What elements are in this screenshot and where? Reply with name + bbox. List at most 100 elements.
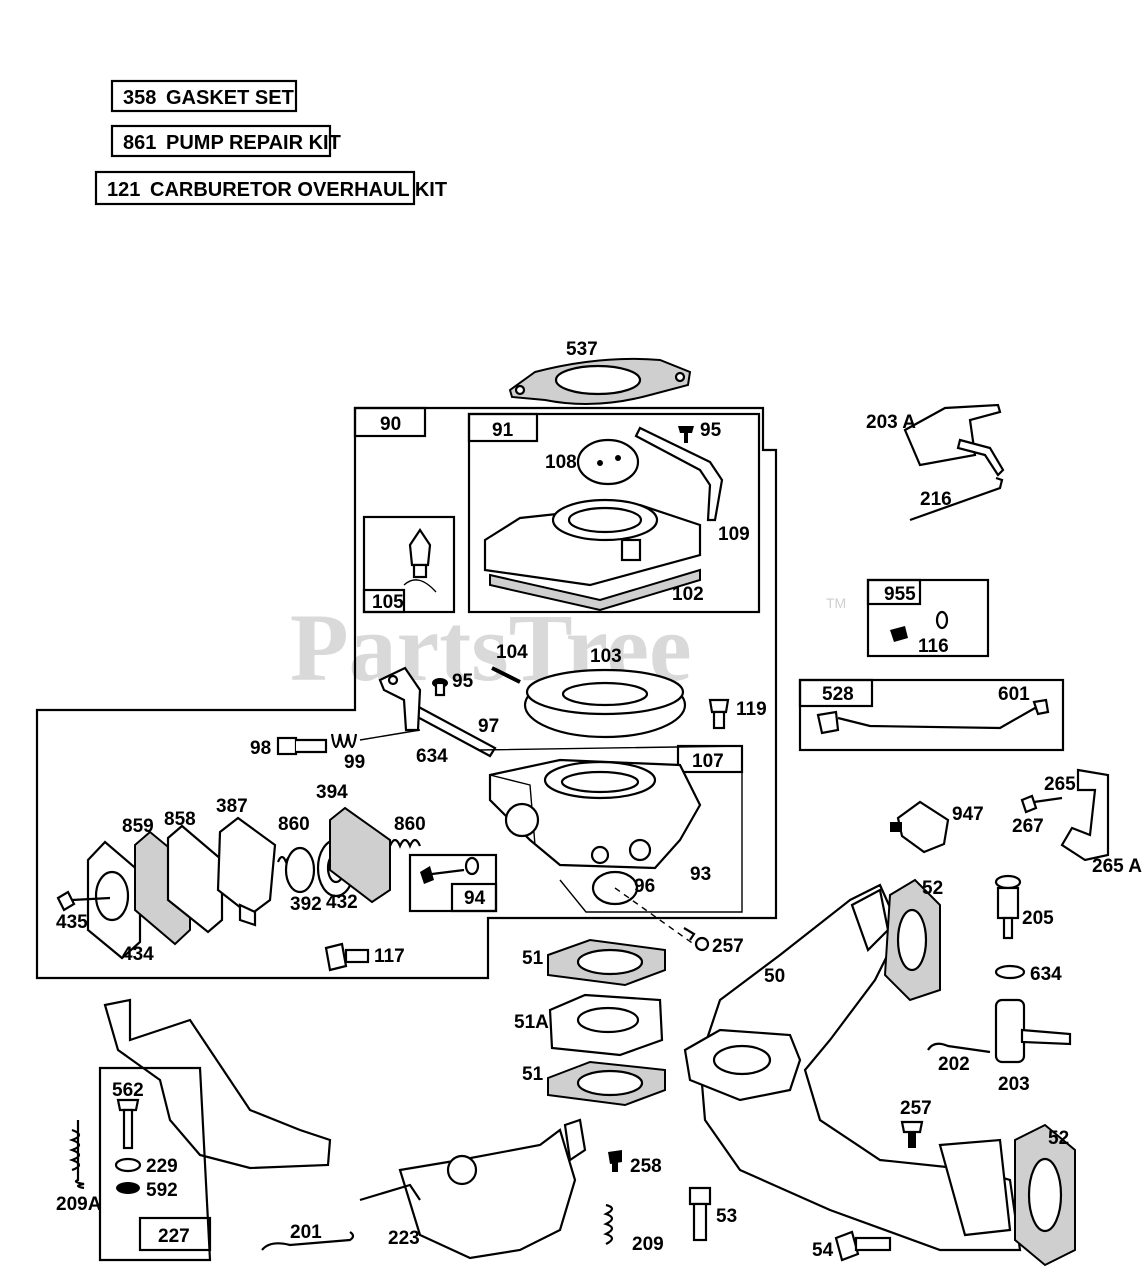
kit-label: PUMP REPAIR KIT [166, 132, 341, 154]
part-95-screw[interactable] [678, 426, 694, 443]
part-209-spring[interactable] [603, 1203, 614, 1245]
callout-392: 392 [290, 894, 322, 915]
kit-number: 358 [123, 87, 156, 109]
part-94-screws[interactable] [420, 856, 480, 884]
callout-51b: 51 [522, 1064, 544, 1085]
callouts: 537 90 91 95 108 109 102 105 203 A 216 9… [56, 339, 1142, 1261]
callout-116: 116 [918, 636, 949, 657]
callout-858: 858 [164, 809, 196, 830]
callout-205: 205 [1022, 908, 1054, 929]
part-435-screw[interactable] [56, 890, 111, 912]
part-267-screw[interactable] [1020, 794, 1063, 814]
part-103-float[interactable] [523, 668, 687, 739]
callout-434: 434 [122, 944, 154, 965]
part-50-intake-manifold[interactable] [683, 883, 1022, 1252]
callout-94: 94 [464, 888, 486, 909]
callout-201: 201 [290, 1222, 322, 1243]
part-201-link[interactable] [261, 1231, 355, 1251]
part-265-bracket[interactable] [1060, 768, 1110, 862]
callout-229: 229 [146, 1156, 178, 1177]
part-53-bolt[interactable] [688, 1186, 712, 1242]
part-634b-washer[interactable] [994, 964, 1026, 980]
callout-109: 109 [718, 524, 750, 545]
part-107-carb-body[interactable] [488, 758, 702, 870]
callout-104: 104 [496, 642, 528, 663]
part-257b-screw[interactable] [900, 1120, 924, 1148]
box-528 [798, 678, 1065, 752]
callout-267: 267 [1012, 816, 1044, 837]
callout-95: 95 [700, 420, 722, 441]
part-52a-gasket[interactable] [883, 878, 941, 1002]
part-51a-gasket[interactable] [547, 938, 666, 987]
callout-634b: 634 [1030, 964, 1062, 985]
part-947-solenoid[interactable] [890, 800, 950, 854]
kit-358-gasket-set[interactable]: 358 GASKET SET [110, 79, 298, 113]
part-102-upper-body[interactable] [483, 498, 702, 612]
part-434-pump-cover[interactable] [86, 840, 142, 960]
part-51b-gasket[interactable] [547, 1060, 666, 1107]
kit-121-carburetor-overhaul-kit[interactable]: 121 CARBURETOR OVERHAUL KIT [94, 170, 447, 206]
part-601-fuel-line[interactable] [816, 698, 1050, 735]
callout-107: 107 [692, 751, 724, 772]
part-95b-screw[interactable] [432, 678, 448, 697]
part-392-spring-cup[interactable] [284, 846, 316, 894]
part-119-screw[interactable] [708, 698, 730, 730]
part-98-screw[interactable] [276, 736, 328, 756]
part-387-pump-body[interactable] [216, 816, 277, 927]
part-117-screw[interactable] [324, 942, 370, 972]
part-109-choke-shaft[interactable] [634, 426, 724, 522]
part-99-spring[interactable] [330, 733, 358, 749]
callout-103: 103 [590, 646, 622, 667]
kit-number: 121 [107, 179, 140, 201]
callout-51: 51 [522, 948, 544, 969]
part-257a-screw[interactable] [683, 927, 710, 952]
part-108-choke-plate[interactable] [576, 438, 640, 486]
callout-265A: 265 A [1092, 856, 1142, 877]
part-54-bolt[interactable] [834, 1230, 892, 1262]
callout-96: 96 [634, 876, 655, 897]
part-105-needle-seat[interactable] [403, 528, 437, 593]
part-203-governor-lever[interactable] [994, 998, 1072, 1064]
part-592-washer[interactable] [116, 1182, 140, 1194]
part-209A-spring[interactable] [68, 1120, 85, 1190]
part-858-diaphragm[interactable] [166, 824, 224, 934]
part-205-pin[interactable] [994, 874, 1022, 940]
part-562-bolt[interactable] [116, 1098, 140, 1150]
part-394-gasket[interactable] [329, 806, 391, 904]
kit-label: GASKET SET [166, 87, 294, 109]
callout-860b: 860 [394, 814, 426, 835]
part-governor-bracket[interactable] [103, 998, 332, 1170]
part-52b-gasket[interactable] [1014, 1123, 1076, 1267]
part-537-gasket[interactable] [508, 357, 692, 405]
callout-435: 435 [56, 912, 88, 933]
part-202-link[interactable] [927, 1042, 991, 1054]
callout-54: 54 [812, 1240, 834, 1261]
part-258-screw[interactable] [608, 1150, 622, 1172]
callout-108: 108 [545, 452, 577, 473]
callout-592: 592 [146, 1180, 178, 1201]
callout-257b: 257 [900, 1098, 932, 1119]
part-51A-spacer[interactable] [548, 993, 664, 1057]
part-104-pin[interactable] [491, 666, 521, 684]
callout-634: 634 [416, 746, 448, 767]
callout-394: 394 [316, 782, 348, 803]
callout-105: 105 [372, 592, 404, 613]
part-229-washer[interactable] [114, 1157, 142, 1173]
callout-859: 859 [122, 816, 154, 837]
callout-203A: 203 A [866, 412, 916, 433]
part-216-link[interactable] [909, 476, 1004, 522]
callout-601: 601 [998, 684, 1030, 705]
callout-117: 117 [374, 946, 405, 967]
part-116-parts[interactable] [890, 610, 949, 642]
part-860b-spring[interactable] [388, 838, 422, 849]
kit-861-pump-repair-kit[interactable]: 861 PUMP REPAIR KIT [110, 124, 341, 158]
watermark-tm: TM [826, 595, 846, 611]
callout-102: 102 [672, 584, 704, 605]
callout-387: 387 [216, 796, 248, 817]
part-97-throttle-shaft[interactable] [378, 666, 497, 758]
part-203A-bracket[interactable] [903, 403, 1005, 477]
part-223-governor-control[interactable] [359, 1118, 587, 1260]
callout-947: 947 [952, 804, 984, 825]
callout-50: 50 [764, 966, 785, 987]
